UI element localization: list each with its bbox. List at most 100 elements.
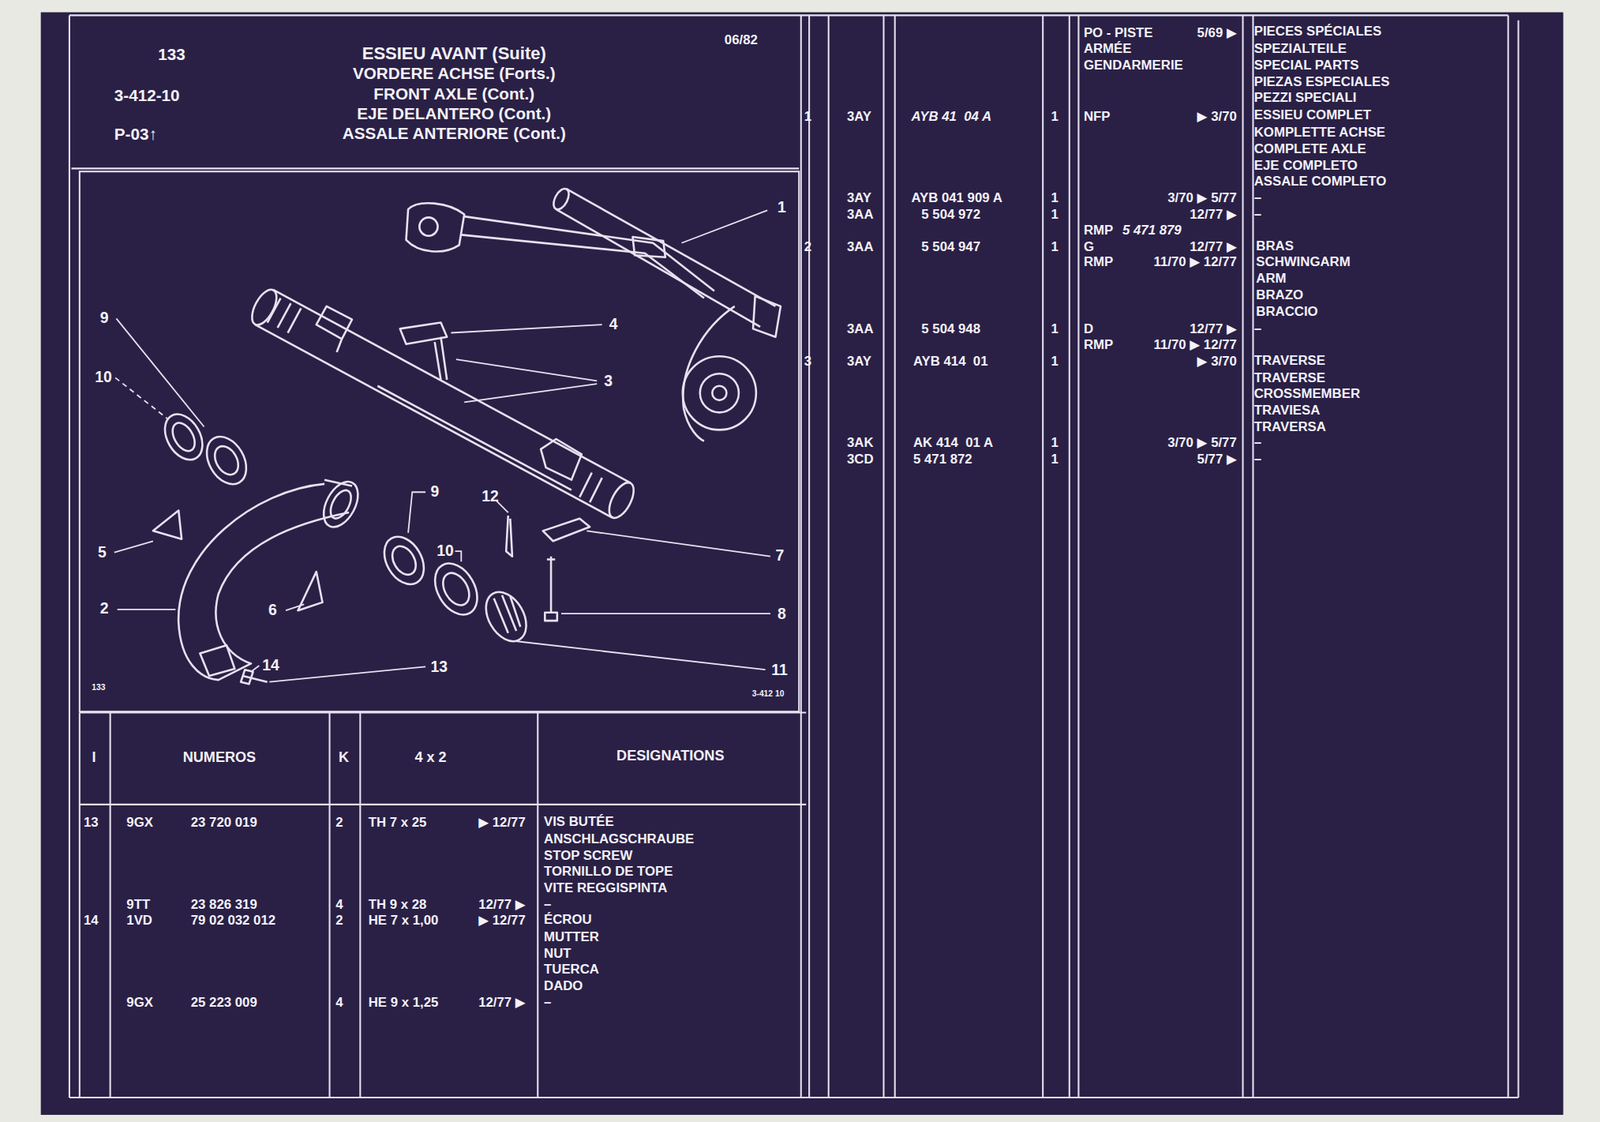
drawing-stroke [494, 595, 521, 634]
drawing-stroke [209, 442, 244, 480]
drawing-stroke [450, 324, 602, 333]
catalog-label: TRAVIESA [1254, 404, 1321, 418]
drawing-stroke [79, 711, 806, 713]
catalog-label: PO - PISTE [1083, 26, 1154, 41]
catalog-label: NUT [543, 947, 572, 961]
catalog-label: 3/70 ▶ 5/77 [1167, 191, 1237, 206]
drawing-stroke [681, 209, 769, 243]
drawing-stroke [800, 14, 802, 1098]
catalog-label: 1 [804, 110, 812, 124]
drawing-stroke [168, 419, 200, 455]
catalog-label: 12/77 ▶ [478, 898, 526, 912]
catalog-label: NFP [1083, 110, 1111, 124]
drawing-stroke [69, 14, 1509, 16]
catalog-label: VORDERE ACHSE (Forts.) [352, 65, 556, 83]
catalog-label: 5 [97, 544, 107, 560]
catalog-label: 3CD [846, 453, 874, 467]
catalog-label: 6 [268, 602, 278, 618]
drawing-stroke [808, 14, 810, 1098]
catalog-label: VITE REGGISPINTA [543, 881, 667, 896]
catalog-label: 10 [94, 369, 113, 385]
catalog-label: PEZZI SPECIALI [1254, 91, 1357, 105]
catalog-label: ▶ 12/77 [478, 914, 526, 928]
catalog-label: ▶ 3/70 [1197, 355, 1237, 369]
catalog-label: 23 720 019 [191, 816, 258, 830]
catalog-label: D [1083, 322, 1094, 337]
drawing-stroke [603, 478, 639, 521]
catalog-label: 1 [1051, 322, 1059, 337]
drawing-stroke [1517, 20, 1520, 1098]
catalog-label: ASSALE ANTERIORE (Cont.) [342, 125, 566, 143]
catalog-label: 25 223 009 [191, 996, 258, 1010]
catalog-label: COMPLETE AXLE [1254, 142, 1367, 157]
catalog-label: 14 [262, 657, 280, 673]
catalog-label: PIECES SPÉCIALES [1254, 25, 1382, 39]
catalog-label: 12/77 ▶ [1189, 208, 1237, 222]
catalog-label: NUMEROS [183, 749, 256, 765]
drawing-stroke [682, 306, 735, 442]
drawing-stroke [157, 407, 210, 466]
catalog-label: 1 [1051, 208, 1059, 222]
catalog-label: EJE COMPLETO [1254, 159, 1358, 173]
catalog-label: 5 471 872 [913, 453, 973, 467]
catalog-label: DESIGNATIONS [616, 748, 724, 763]
drawing-stroke [419, 217, 438, 236]
catalog-label: ARMÉE [1083, 42, 1132, 57]
drawing-stroke [387, 542, 421, 580]
drawing-stroke [408, 491, 426, 533]
catalog-label: 11/70 ▶ 12/77 [1154, 338, 1237, 353]
catalog-label: HE 7 x 1,00 [368, 914, 439, 928]
catalog-label: TH 7 x 25 [368, 816, 428, 830]
drawing-stroke [359, 712, 361, 1098]
drawing-stroke [540, 438, 582, 480]
drawing-stroke [828, 14, 830, 1098]
drawing-stroke [79, 803, 806, 806]
drawing-stroke [198, 429, 255, 491]
catalog-label: 11 [771, 662, 788, 678]
catalog-label: ▶ 12/77 [478, 816, 526, 830]
catalog-label: BRACCIO [1255, 305, 1318, 319]
drawing-stroke [753, 296, 781, 338]
drawing-stroke [505, 515, 513, 557]
catalog-label: AYB 041 909 A [910, 191, 1002, 206]
catalog-label: 14 [83, 914, 99, 928]
drawing-stroke [71, 167, 799, 169]
catalog-label: SCHWINGARM [1255, 255, 1350, 270]
catalog-label: TH 9 x 28 [368, 898, 428, 912]
catalog-label: P-03↑ [114, 126, 158, 143]
catalog-label: – [1254, 453, 1262, 467]
drawing-stroke [114, 209, 771, 682]
catalog-label: 1 [1051, 436, 1059, 450]
catalog-label: 13 [430, 659, 449, 675]
catalog-label: 5 504 947 [921, 240, 981, 255]
catalog-label: TRAVERSE [1254, 371, 1326, 386]
catalog-label: VIS BUTÉE [543, 815, 615, 829]
catalog-label: 5 471 879 [1122, 224, 1182, 238]
drawing-stroke [116, 318, 204, 427]
drawing-stroke [1068, 14, 1071, 1098]
catalog-label: DADO [543, 979, 583, 993]
catalog-label: 133 [91, 683, 105, 692]
catalog-label: AYB 41 04 A [910, 110, 992, 124]
catalog-label: 3AK [846, 436, 874, 450]
catalog-label: BRAZO [1255, 288, 1304, 303]
catalog-label: RMP [1083, 255, 1113, 270]
catalog-label: K [338, 749, 349, 765]
drawing-stroke [68, 14, 71, 1098]
catalog-label: – [1254, 208, 1262, 222]
catalog-label: 1 [1051, 453, 1059, 467]
catalog-label: G [1083, 240, 1095, 255]
catalog-label: 06/82 [724, 33, 758, 48]
drawing-stroke [69, 1096, 1519, 1098]
catalog-label: – [1254, 436, 1262, 450]
drawing-stroke [515, 640, 766, 670]
catalog-label: TUERCA [543, 962, 600, 977]
catalog-label: KOMPLETTE ACHSE [1254, 126, 1386, 140]
drawing-stroke [477, 584, 535, 649]
drawing-stroke [460, 216, 715, 298]
catalog-label: 1VD [126, 914, 153, 928]
drawing-stroke [316, 306, 353, 353]
catalog-label: AK 414 01 A [913, 436, 993, 450]
drawing-stroke [117, 608, 177, 611]
